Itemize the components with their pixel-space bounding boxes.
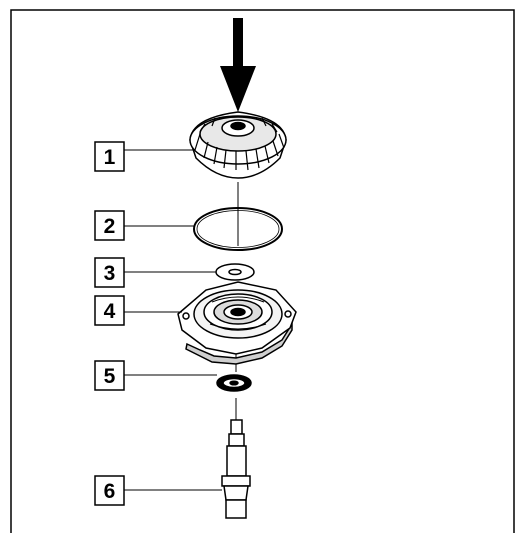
callout-label: 3	[104, 262, 116, 285]
washer-upper	[215, 263, 255, 281]
callout-3: 3	[94, 257, 216, 288]
bearing-flange	[177, 281, 297, 365]
o-ring	[193, 207, 283, 251]
bevel-gear	[189, 111, 287, 179]
washer-lower	[216, 374, 252, 392]
frame-border	[10, 9, 515, 533]
callout-label: 1	[104, 146, 116, 169]
callout-2: 2	[94, 210, 194, 241]
callout-label: 2	[104, 215, 116, 238]
callout-label: 4	[104, 300, 116, 323]
press-arrow	[220, 18, 256, 112]
callout-label: 6	[104, 480, 116, 503]
spindle-shaft	[221, 419, 251, 519]
callout-5: 5	[94, 360, 217, 391]
callout-label: 5	[104, 365, 116, 388]
callout-1: 1	[94, 141, 194, 172]
callout-4: 4	[94, 295, 182, 326]
gear-teeth	[194, 117, 285, 171]
callout-6: 6	[94, 475, 222, 506]
